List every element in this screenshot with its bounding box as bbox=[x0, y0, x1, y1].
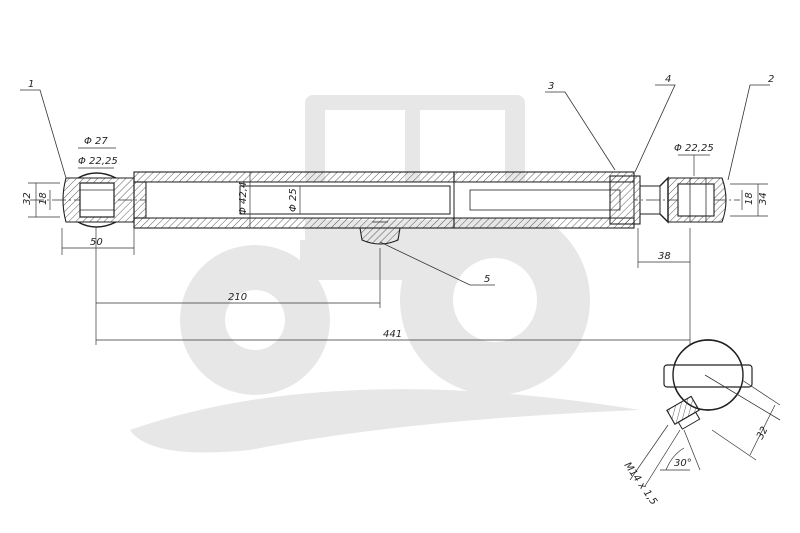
dim-32-left: 32 bbox=[22, 192, 33, 205]
dim-210: 210 bbox=[228, 292, 247, 303]
dim-phi-2225-right: Φ 22,25 bbox=[674, 143, 714, 154]
dim-18-right: 18 bbox=[744, 192, 755, 205]
callout-1: 1 bbox=[28, 79, 34, 90]
callout-4: 4 bbox=[665, 74, 671, 85]
dim-phi-27: Φ 27 bbox=[84, 136, 108, 147]
end-view-detail bbox=[629, 339, 781, 487]
callout-leaders bbox=[20, 84, 770, 286]
dim-phi-424: Φ 42,4 bbox=[238, 182, 249, 215]
port-part-5 bbox=[359, 221, 401, 245]
dim-18-left: 18 bbox=[38, 192, 49, 205]
dim-441: 441 bbox=[383, 329, 402, 340]
callout-5: 5 bbox=[484, 274, 490, 285]
dim-angle-30: 30° bbox=[674, 458, 692, 469]
callout-2: 2 bbox=[768, 74, 774, 85]
dim-34-right: 34 bbox=[758, 192, 769, 205]
dimension-lines bbox=[28, 147, 768, 345]
cylinder-body bbox=[133, 171, 669, 229]
left-eye-part-1 bbox=[62, 172, 135, 228]
dim-38: 38 bbox=[658, 251, 671, 262]
dim-phi-2225-left: Φ 22,25 bbox=[78, 156, 118, 167]
callout-3: 3 bbox=[548, 81, 554, 92]
dim-thread: M14 x 1,5 bbox=[622, 460, 659, 507]
dim-50: 50 bbox=[90, 237, 103, 248]
dim-32-end-view: 32 bbox=[755, 425, 771, 441]
dim-phi-25: Φ 25 bbox=[288, 188, 299, 212]
tractor-watermark bbox=[130, 95, 640, 453]
right-eye-part-2 bbox=[667, 177, 727, 223]
